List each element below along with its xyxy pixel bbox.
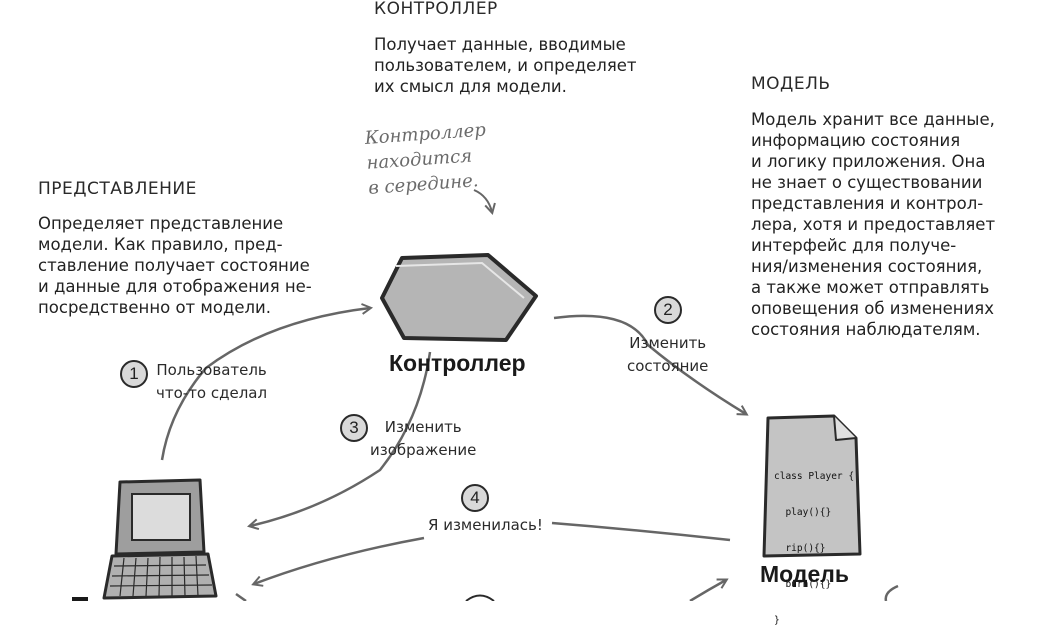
view-description-line: ставление получает состояние bbox=[38, 256, 310, 275]
model-description: Модель хранит все данные, информацию сос… bbox=[751, 109, 995, 340]
arrow-model-changed bbox=[551, 521, 731, 542]
step-2-number: 2 bbox=[654, 296, 682, 324]
model-code: class Player { play(){} rip(){} burn(){}… bbox=[774, 447, 854, 639]
model-description-line: ния/изменения состояния, bbox=[751, 257, 983, 276]
view-description-line: Определяет представление bbox=[38, 214, 284, 233]
model-code-line: play(){} bbox=[774, 507, 832, 518]
arrow-user-action bbox=[160, 308, 370, 461]
step-4-number: 4 bbox=[461, 484, 489, 512]
note-pointer-arrow bbox=[473, 189, 492, 212]
model-code-line: burn(){} bbox=[774, 579, 832, 590]
model-description-line: интерфейс для получе- bbox=[751, 236, 957, 255]
model-code-line: } bbox=[774, 615, 780, 626]
model-description-line: и логику приложения. Она bbox=[751, 152, 986, 171]
view-label-fragment bbox=[72, 597, 88, 601]
laptop-icon bbox=[102, 478, 218, 600]
step-4-label-line: Я изменилась! bbox=[428, 516, 543, 534]
controller-label: Контроллер bbox=[389, 350, 526, 376]
circle-fragment bbox=[465, 594, 495, 601]
arrow-change-state bbox=[553, 314, 746, 414]
model-description-line: Модель хранит все данные, bbox=[751, 110, 995, 129]
view-description: Определяет представление модели. Как пра… bbox=[38, 213, 312, 318]
step-3-label: Изменить изображение bbox=[370, 416, 476, 462]
view-heading: ПРЕДСТАВЛЕНИЕ bbox=[38, 179, 197, 199]
arrow-bottom-to-model bbox=[689, 580, 726, 601]
view-description-line: модели. Как правило, пред- bbox=[38, 235, 283, 254]
step-3-number: 3 bbox=[340, 414, 368, 442]
controller-description-line: Получает данные, вводимые bbox=[374, 35, 626, 54]
step-1-number: 1 bbox=[120, 360, 148, 388]
model-heading: МОДЕЛЬ bbox=[751, 74, 831, 94]
step-1-label: Пользователь что-то сделал bbox=[156, 359, 267, 405]
view-description-line: и данные для отображения не- bbox=[38, 277, 312, 296]
model-description-line: состояния наблюдателям. bbox=[751, 320, 981, 339]
step-2-label-line: Изменить bbox=[629, 334, 707, 352]
arrow-change-view bbox=[250, 351, 432, 526]
model-code-line: class Player { bbox=[774, 471, 855, 482]
arrow-model-changed-tail bbox=[254, 536, 425, 584]
model-description-line: не знает о существовании bbox=[751, 173, 983, 192]
step-2-label-line: состояние bbox=[627, 357, 709, 375]
model-code-line: rip(){} bbox=[774, 543, 826, 554]
controller-description: Получает данные, вводимые пользователем,… bbox=[374, 34, 637, 97]
step-2-label: Изменить состояние bbox=[627, 332, 708, 378]
step-1-label-line: Пользователь bbox=[156, 361, 267, 379]
step-3-label-line: Изменить bbox=[384, 418, 462, 436]
step-1-label-line: что-то сделал bbox=[156, 384, 268, 402]
step-4-label: Я изменилась! bbox=[428, 514, 543, 537]
model-description-line: оповещения об изменениях bbox=[751, 299, 994, 318]
model-label: Модель bbox=[760, 561, 850, 587]
controller-description-line: пользователем, и определяет bbox=[374, 56, 637, 75]
arrow-bottom-right bbox=[884, 584, 899, 601]
diagram-canvas bbox=[72, 189, 899, 601]
model-description-line: информацию состояния bbox=[751, 131, 961, 150]
model-description-line: а также может отправлять bbox=[751, 278, 990, 297]
handwritten-note: Контроллер находится в середине. bbox=[364, 118, 490, 201]
controller-heading: КОНТРОЛЛЕР bbox=[374, 0, 498, 19]
view-description-line: посредственно от модели. bbox=[38, 298, 272, 317]
arrow-bottom-left bbox=[235, 592, 247, 601]
controller-description-line: их смысл для модели. bbox=[374, 77, 567, 96]
controller-shape bbox=[380, 253, 538, 342]
model-description-line: представления и контрол- bbox=[751, 194, 984, 213]
model-document-icon bbox=[762, 414, 862, 558]
step-3-label-line: изображение bbox=[370, 441, 477, 459]
model-description-line: лера, хотя и предоставляет bbox=[751, 215, 996, 234]
